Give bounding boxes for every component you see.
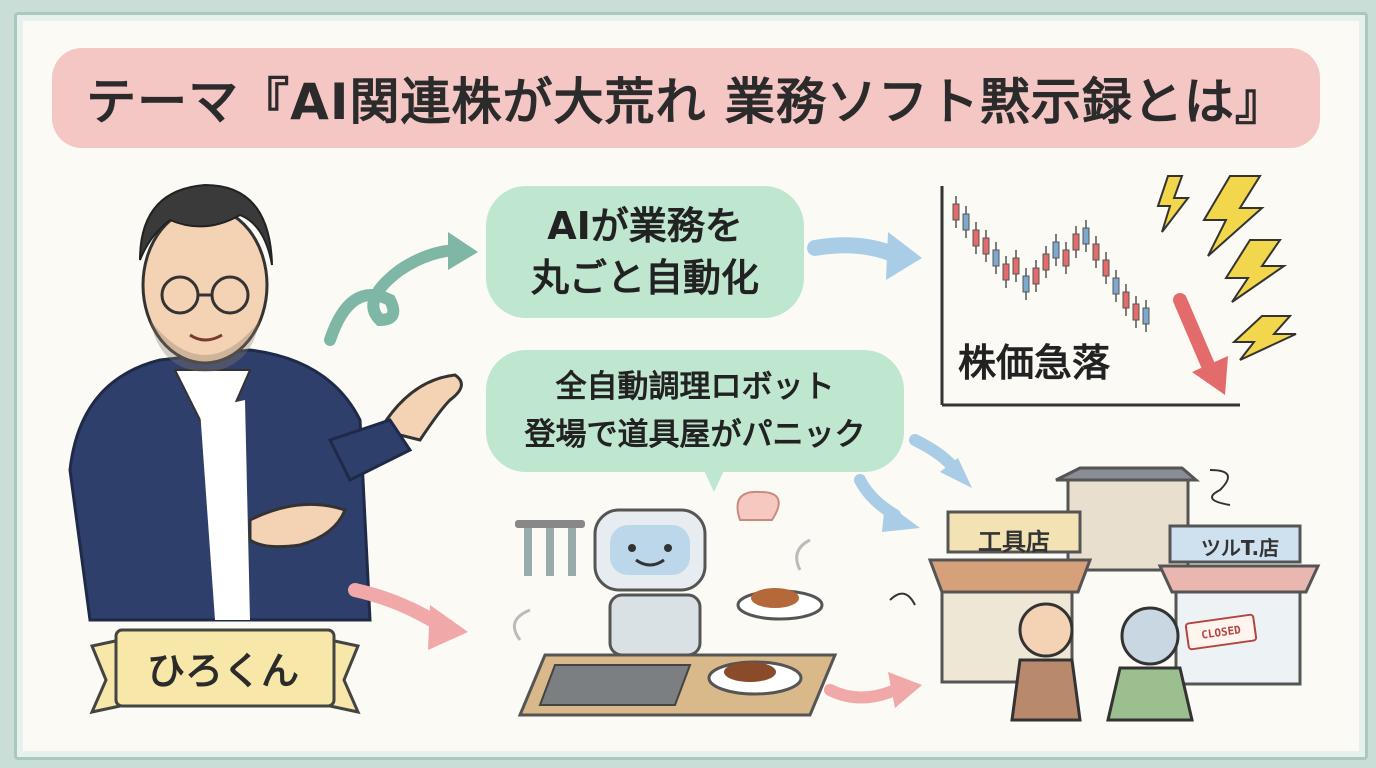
bubble-line: 丸ごと自動化	[530, 256, 759, 300]
lightning-icon	[1224, 239, 1288, 303]
lightning-icon	[1156, 175, 1191, 233]
shop-sign-second-store: ツルT.店	[1200, 536, 1280, 560]
candle-body	[1052, 241, 1060, 259]
candle-body	[992, 249, 1000, 267]
presenter-name: ひろくん	[146, 649, 299, 693]
arrow-blue-head	[886, 232, 922, 280]
stock-chart	[940, 186, 1240, 407]
candle-body	[1072, 233, 1080, 251]
bubble-line: AIが業務を	[547, 204, 743, 248]
candle-body	[1092, 243, 1100, 261]
speech-bubble-automation: AIが業務を 丸ごと自動化	[486, 186, 804, 318]
candle-body	[1112, 277, 1120, 295]
stock-candles	[952, 196, 1150, 332]
candle-body	[1122, 291, 1130, 309]
nameplate-ribbon	[89, 628, 361, 715]
candle-body	[1142, 307, 1150, 325]
arrow-blue-down-head	[882, 502, 920, 532]
arrow-blue-to-shops-head	[940, 458, 972, 488]
candle-body	[972, 229, 980, 247]
stock-drop-label: 株価急落	[958, 341, 1111, 385]
shops-illustration	[889, 466, 1321, 722]
candle-body	[962, 213, 970, 231]
candle-body	[1042, 253, 1050, 271]
arrow-pink-head	[428, 605, 468, 650]
robot-chef-illustration	[512, 490, 838, 717]
lightning-icon	[1231, 315, 1297, 361]
speech-bubble-robot-panic: 全自動調理ロボット 登場で道具屋がパニック	[486, 350, 904, 472]
chart-drop-arrow	[1173, 293, 1217, 377]
candle-body	[1102, 259, 1110, 277]
lightning-bolts	[1156, 175, 1297, 361]
shop-sign-tool-store: 工具店	[978, 528, 1050, 556]
candle-body	[952, 203, 960, 221]
bubble-line: 全自動調理ロボット	[555, 369, 835, 405]
arrow-blue-to-chart	[807, 237, 903, 263]
candle-body	[1082, 227, 1090, 245]
candle-body	[1012, 257, 1020, 275]
bubble-line: 登場で道具屋がパニック	[524, 417, 866, 453]
arrow-teal-loop	[324, 244, 466, 346]
speech-bubble-tail	[700, 462, 728, 492]
candle-body	[1032, 267, 1040, 285]
candle-body	[1062, 249, 1070, 267]
arrow-pink-to-shops	[824, 684, 901, 704]
candle-body	[1002, 263, 1010, 281]
title-banner: テーマ『AI関連株が大荒れ 業務ソフト黙示録とは』	[52, 48, 1320, 148]
chart-drop-arrow-head	[1192, 356, 1228, 395]
lightning-icon	[1202, 175, 1265, 257]
arrow-pink-to-shops-head	[888, 672, 922, 708]
candle-body	[1022, 275, 1030, 293]
arrow-teal-head	[448, 232, 478, 270]
candle-body	[1132, 303, 1140, 321]
presenter-illustration	[68, 183, 463, 622]
page-title: テーマ『AI関連株が大荒れ 業務ソフト黙示録とは』	[86, 73, 1286, 131]
candle-body	[982, 237, 990, 255]
